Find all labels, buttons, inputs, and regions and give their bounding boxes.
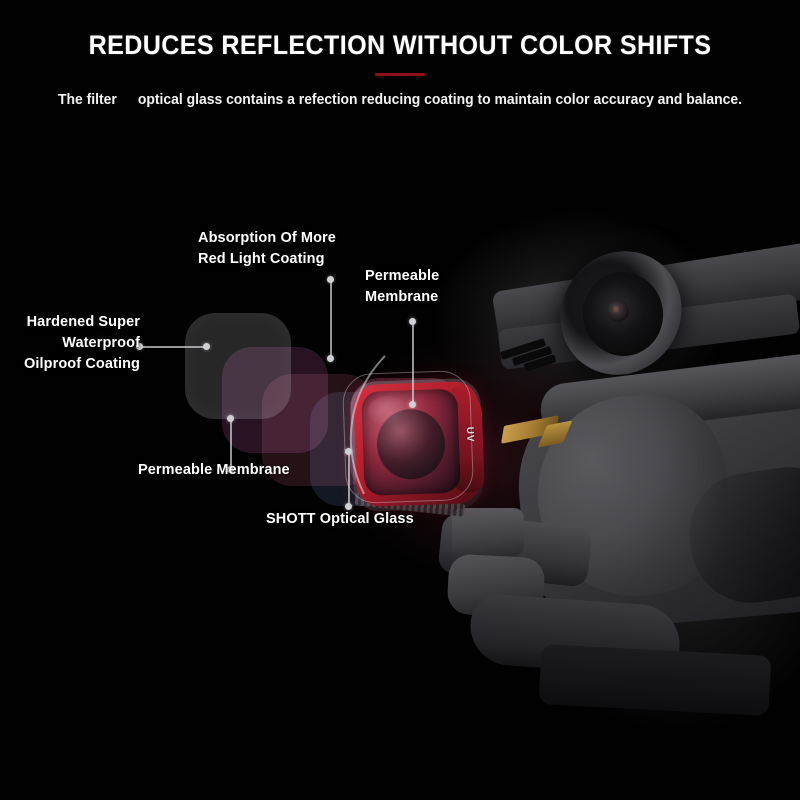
callout-label-permeable-membrane-bottom: Permeable Membrane bbox=[138, 462, 290, 478]
drone-motor-highlight bbox=[613, 306, 619, 312]
leader-permeable-membrane-right bbox=[409, 318, 418, 408]
leader-dot-start bbox=[409, 318, 416, 325]
leader-dot-start bbox=[327, 276, 334, 283]
leader-dot-end bbox=[345, 503, 352, 510]
leader-dot-end bbox=[409, 401, 416, 408]
leader-dot-end bbox=[203, 343, 210, 350]
drone-gimbal-block bbox=[452, 508, 524, 556]
uv-filter-marking-label: UV bbox=[463, 426, 476, 443]
leader-permeable-membrane-bottom bbox=[227, 415, 236, 473]
subtitle-part-1: The filter bbox=[57, 92, 117, 108]
callout-label-absorption-coating: Absorption Of More Red Light Coating bbox=[198, 230, 336, 267]
callout-label-permeable-membrane-right: Permeable Membrane bbox=[365, 268, 440, 305]
leader-line bbox=[141, 346, 205, 348]
title-divider bbox=[375, 73, 425, 76]
header: REDUCES REFLECTION WITHOUT COLOR SHIFTS … bbox=[0, 0, 800, 130]
leader-dot-start bbox=[136, 343, 143, 350]
leader-shott-optical-glass bbox=[345, 448, 354, 510]
leader-hardened-coating bbox=[136, 343, 210, 352]
leader-line bbox=[412, 323, 414, 403]
leader-dot-end bbox=[227, 466, 234, 473]
leader-line bbox=[348, 453, 350, 505]
callout-label-shott-optical-glass: SHOTT Optical Glass bbox=[266, 511, 414, 527]
leader-dot-start bbox=[345, 448, 352, 455]
leader-dot-end bbox=[327, 355, 334, 362]
leader-line bbox=[330, 281, 332, 357]
subtitle-part-2: optical glass contains a refection reduc… bbox=[137, 92, 743, 108]
page-title: REDUCES REFLECTION WITHOUT COLOR SHIFTS bbox=[88, 30, 712, 60]
drone-landing-leg bbox=[538, 644, 772, 716]
leader-absorption-coating bbox=[327, 276, 336, 362]
callout-label-hardened-coating: Hardened Super Waterproof Oilproof Coati… bbox=[24, 314, 140, 372]
leader-dot-start bbox=[227, 415, 234, 422]
leader-line bbox=[230, 420, 232, 468]
subtitle: The filter optical glass contains a refec… bbox=[16, 90, 784, 110]
